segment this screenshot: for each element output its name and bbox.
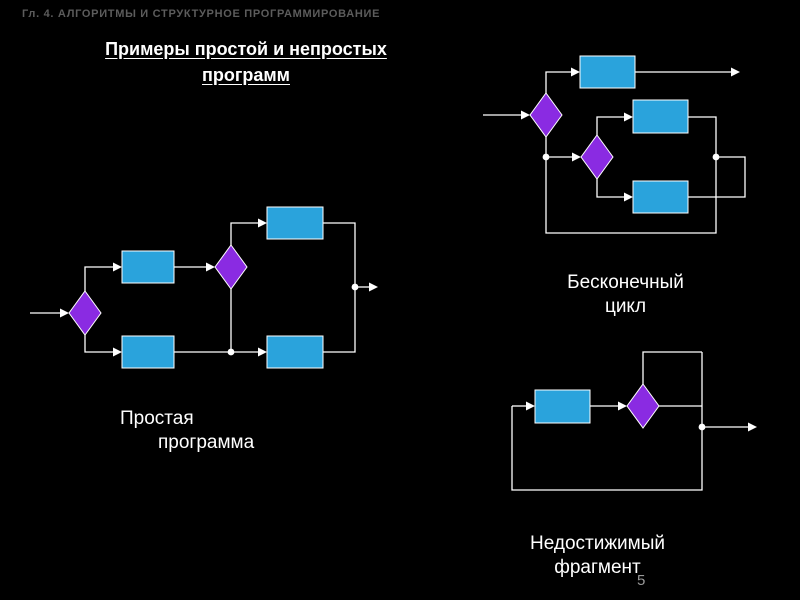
arrowhead-icon [113, 262, 122, 272]
decision-diamond-2 [214, 244, 248, 290]
merge-dot [712, 153, 720, 161]
arrowhead-icon [618, 401, 627, 411]
branch-top-line-2 [596, 116, 624, 135]
entry-arrowhead-icon [521, 110, 530, 120]
arrowhead-icon [572, 152, 581, 162]
slide-title: Примеры простой и непростых программ [62, 36, 430, 88]
loop-back-line [545, 157, 717, 234]
unreachable-fragment-label-line-1: Недостижимый [530, 533, 665, 554]
unreachable-fragment-label-line-2: фрагмент [554, 556, 641, 578]
infinite-loop-diagram [483, 55, 746, 234]
merge-line-top [323, 222, 356, 287]
decision-diamond-2 [580, 134, 614, 180]
arrowhead-icon [624, 112, 633, 122]
process-block-4 [266, 335, 324, 369]
branch-top-line [84, 266, 113, 291]
process-block-2 [632, 99, 689, 134]
page-number: 5 [637, 572, 646, 589]
merge-line-top [688, 116, 717, 157]
simple-program-label-line-2: программа [158, 431, 255, 453]
chapter-header: Гл. 4. АЛГОРИТМЫ И СТРУКТУРНОЕ ПРОГРАММИ… [22, 8, 381, 20]
infinite-loop-label-line-1: Бесконечный [567, 272, 684, 293]
infinite-loop-label: Бесконечный цикл [543, 271, 708, 319]
unreachable-fragment-label: Недостижимый фрагмент [500, 532, 695, 580]
arrowhead-icon [206, 262, 215, 272]
infinite-loop-label-line-2: цикл [604, 295, 647, 317]
arrowhead-icon [571, 67, 580, 77]
branch-top-line [545, 71, 571, 93]
loop-junction-dot [542, 153, 550, 161]
decision-diamond-1 [529, 92, 563, 138]
arrowhead-icon [624, 192, 633, 202]
branch-top-line-2 [230, 222, 258, 245]
exit-arrowhead-icon [369, 282, 378, 292]
decision-diamond-1 [68, 290, 102, 336]
process-block-3 [266, 206, 324, 240]
merge-line-bottom [323, 287, 356, 353]
process-block-1 [121, 250, 175, 284]
simple-program-label: Простая программа [120, 407, 254, 455]
arrowhead-icon [258, 347, 267, 357]
slide-title-line-2: программ [202, 65, 290, 86]
loop-back-line [511, 406, 703, 491]
branch-bottom-line [596, 179, 624, 198]
process-block-1 [534, 389, 591, 424]
arrowhead-icon [258, 218, 267, 228]
arrowhead-icon [526, 401, 535, 411]
exit-arrowhead-icon [748, 422, 757, 432]
process-block-1 [579, 55, 636, 89]
entry-arrowhead-icon [60, 308, 69, 318]
exit-arrowhead-icon [731, 67, 740, 77]
simple-program-label-line-1: Простая [120, 408, 194, 429]
branch-top-line [642, 351, 702, 384]
simple-program-diagram [30, 206, 378, 369]
decision-diamond-1 [626, 383, 660, 429]
unreachable-fragment-diagram [511, 351, 757, 491]
slide-title-line-1: Примеры простой и непростых [105, 39, 387, 59]
arrowhead-icon [113, 347, 122, 357]
branch-bottom-line [84, 335, 113, 353]
process-block-2 [121, 335, 175, 369]
process-block-3 [632, 180, 689, 214]
merge-dot [227, 348, 235, 356]
